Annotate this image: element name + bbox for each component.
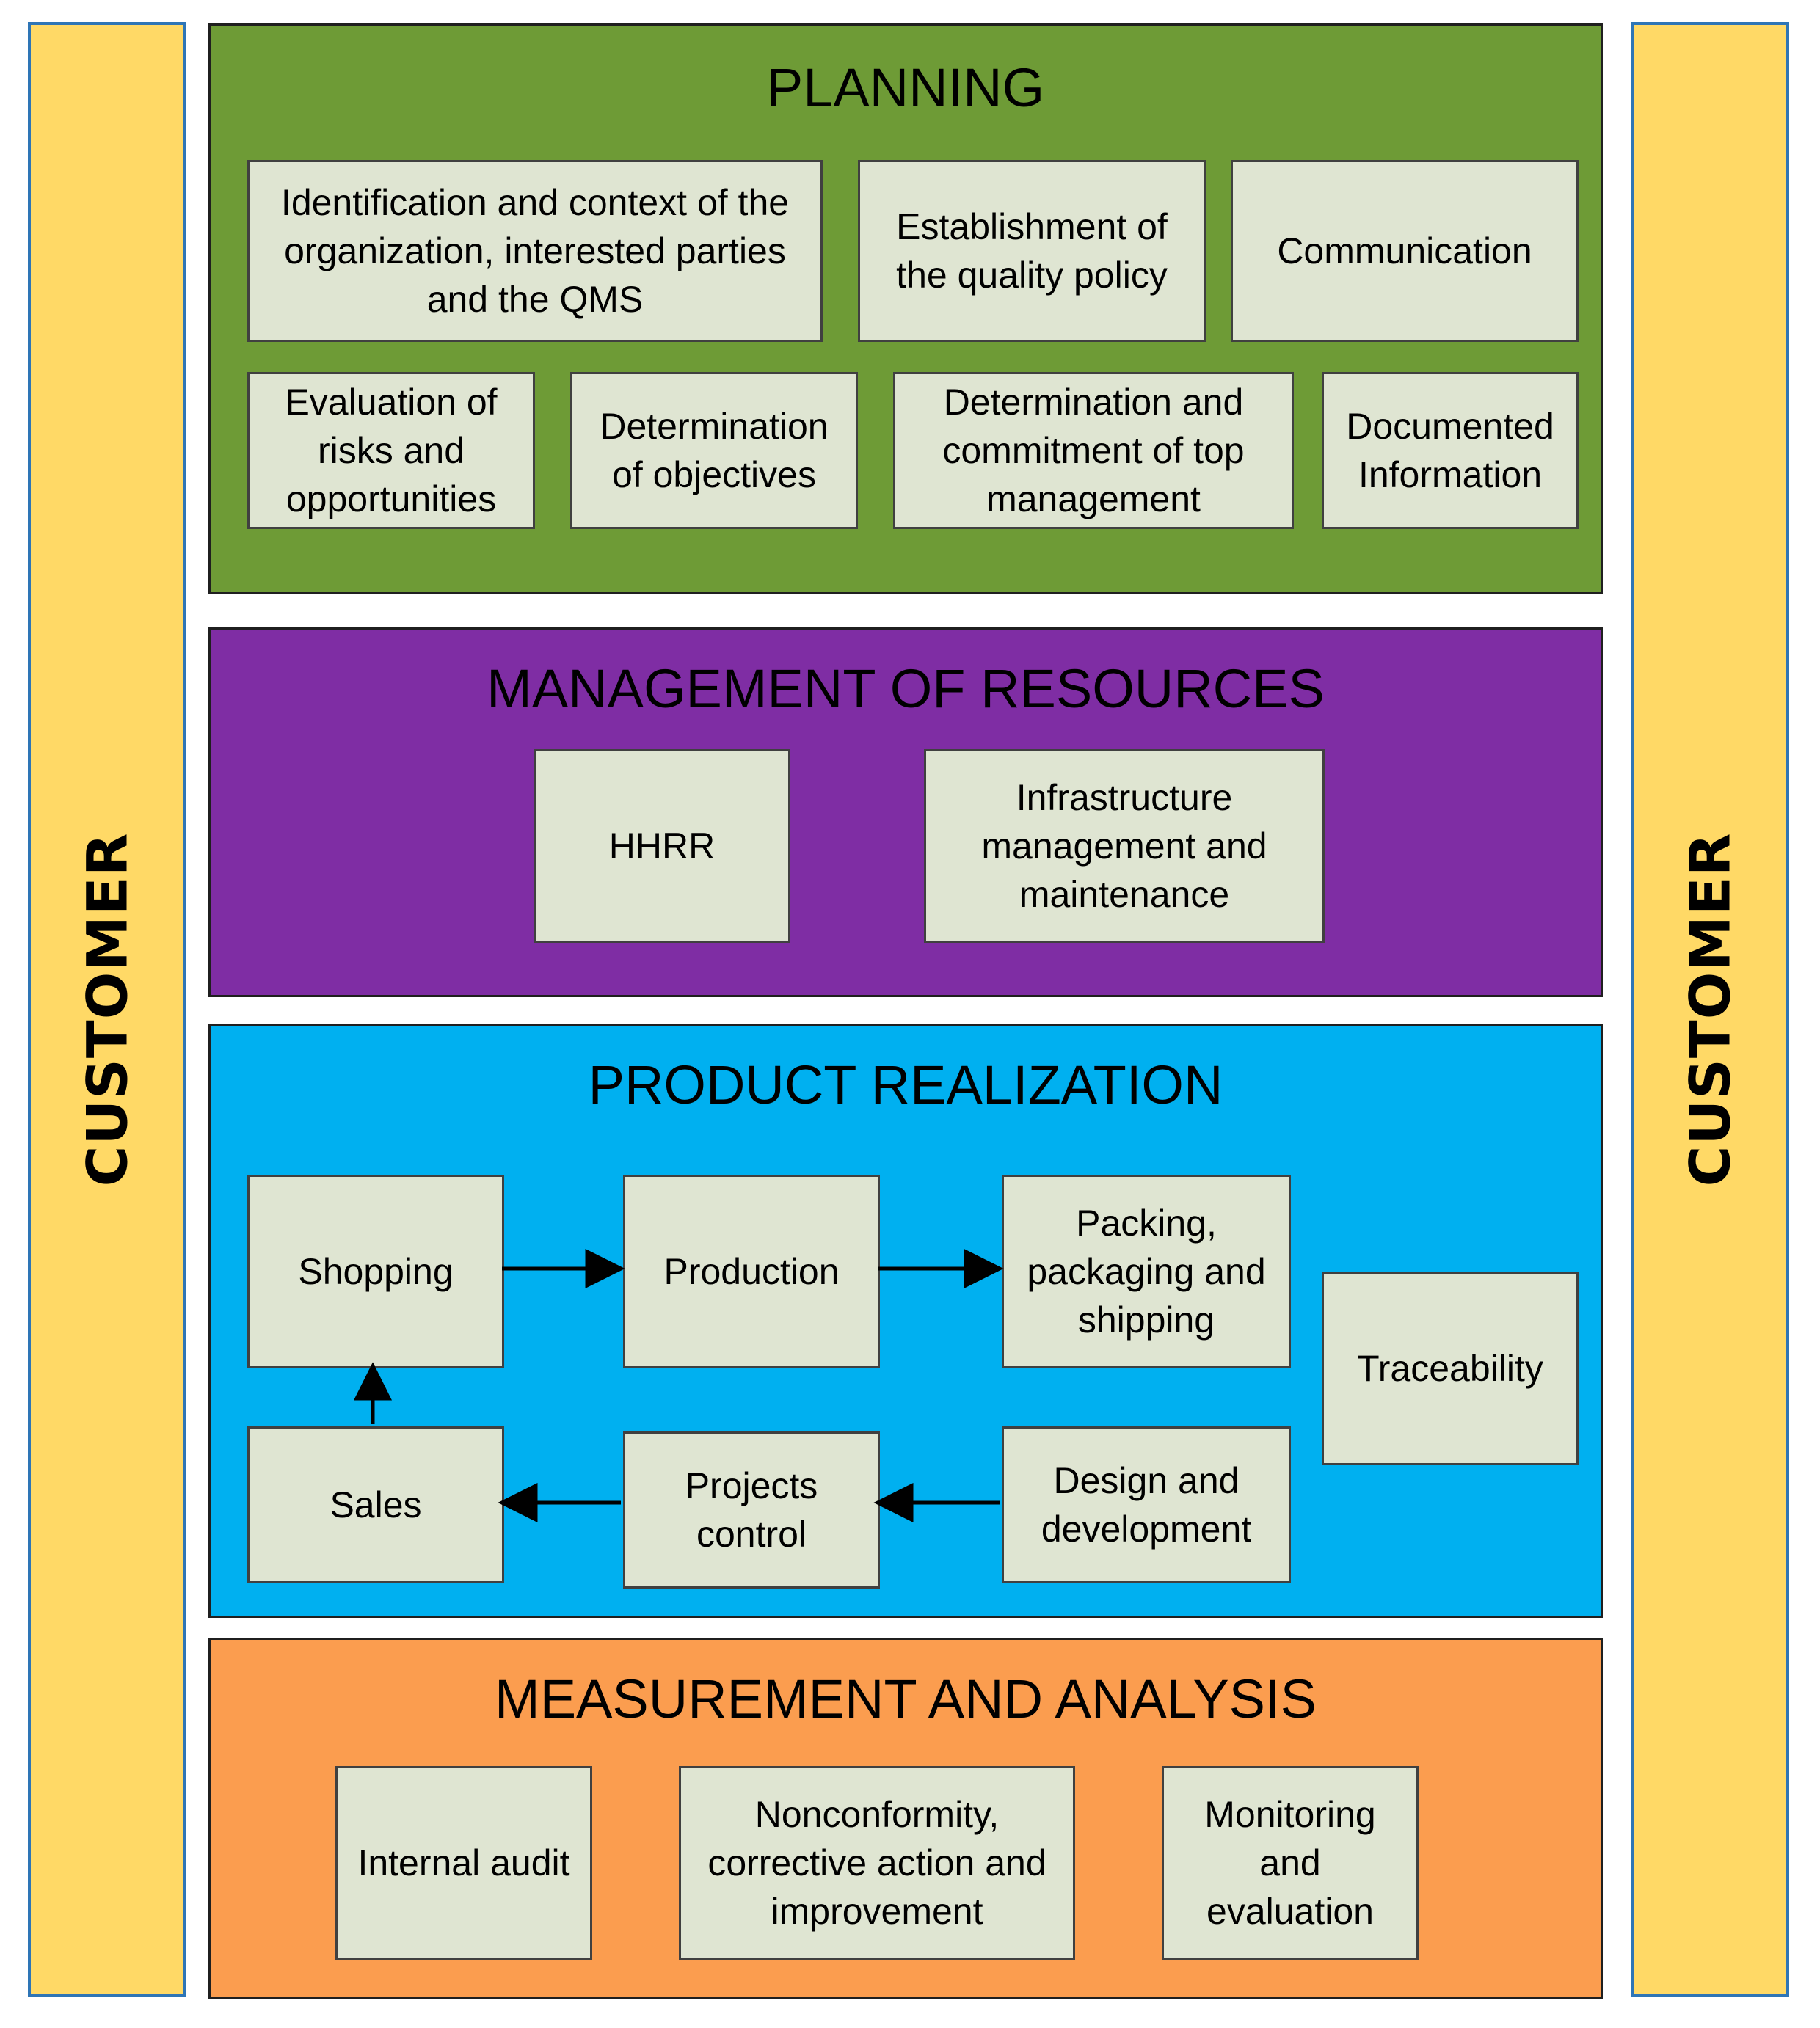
customer-label-right: CUSTOMER: [1677, 832, 1743, 1187]
planning-item-documented-information: Documented Information: [1322, 372, 1579, 529]
realization-item-shopping: Shopping: [247, 1175, 504, 1368]
realization-section: PRODUCT REALIZATION Shopping Production …: [208, 1024, 1603, 1618]
resources-section: MANAGEMENT OF RESOURCES HHRR Infrastruct…: [208, 627, 1603, 997]
planning-item-quality-policy: Establishment of the quality policy: [858, 160, 1206, 342]
measurement-item-monitoring: Monitoring and evaluation: [1162, 1766, 1419, 1960]
measurement-title: MEASUREMENT AND ANALYSIS: [495, 1668, 1317, 1729]
realization-item-projects-control: Projects control: [623, 1431, 880, 1589]
planning-item-objectives: Determination of objectives: [570, 372, 858, 529]
realization-item-design-development: Design and development: [1002, 1426, 1291, 1583]
planning-item-identification-context: Identification and context of the organi…: [247, 160, 823, 342]
realization-item-sales: Sales: [247, 1426, 504, 1583]
measurement-item-nonconformity: Nonconformity, corrective action and imp…: [679, 1766, 1075, 1960]
planning-item-communication: Communication: [1231, 160, 1579, 342]
customer-label-left: CUSTOMER: [74, 832, 140, 1187]
resources-item-hhrr: HHRR: [534, 749, 790, 943]
measurement-item-internal-audit: Internal audit: [335, 1766, 592, 1960]
measurement-section: MEASUREMENT AND ANALYSIS Internal audit …: [208, 1638, 1603, 1999]
resources-title: MANAGEMENT OF RESOURCES: [487, 658, 1325, 719]
planning-item-top-management: Determination and commitment of top mana…: [893, 372, 1294, 529]
customer-bar-right: CUSTOMER: [1631, 22, 1789, 1997]
planning-item-risks-opportunities: Evaluation of risks and opportunities: [247, 372, 535, 529]
realization-item-traceability: Traceability: [1322, 1272, 1579, 1465]
customer-bar-left: CUSTOMER: [28, 22, 186, 1997]
realization-item-production: Production: [623, 1175, 880, 1368]
planning-title: PLANNING: [766, 57, 1045, 118]
realization-title: PRODUCT REALIZATION: [588, 1054, 1223, 1115]
planning-section: PLANNING Identification and context of t…: [208, 23, 1603, 594]
resources-item-infrastructure: Infrastructure management and maintenanc…: [924, 749, 1325, 943]
realization-item-packing: Packing, packaging and shipping: [1002, 1175, 1291, 1368]
